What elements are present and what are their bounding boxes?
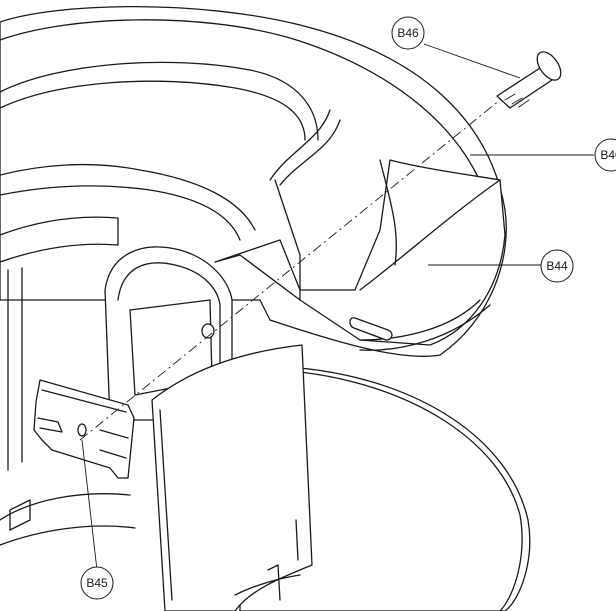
callout-b46-label: B46 [397, 26, 419, 40]
base-disc [239, 367, 531, 611]
callout-b46: B46 [391, 16, 425, 50]
b45-leader [81, 439, 98, 571]
callout-b40: B40 [594, 138, 616, 172]
callout-b40-label: B40 [600, 148, 616, 162]
front-sleeve [151, 344, 313, 611]
b46-leader [423, 43, 521, 79]
clip-part [33, 379, 135, 479]
bracket-arm [214, 159, 506, 351]
screw [496, 51, 562, 109]
callout-b45: B45 [80, 566, 114, 600]
callout-b44-label: B44 [546, 259, 568, 273]
clip-hole [77, 423, 87, 437]
callout-b44: B44 [540, 249, 574, 283]
callout-b45-label: B45 [86, 576, 108, 590]
left-inner-wall [0, 216, 136, 546]
bracket-slot [349, 317, 393, 341]
